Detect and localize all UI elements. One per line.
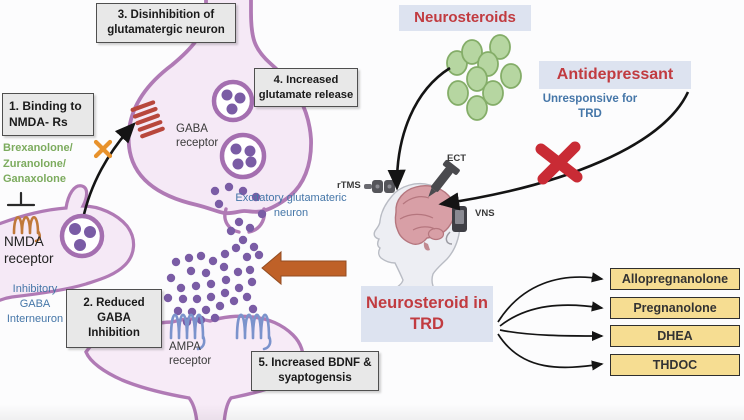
- nmda-receptor-icon: [12, 215, 42, 243]
- red-cross-icon: [535, 141, 583, 185]
- arrows-neurosteroid-types: [497, 272, 604, 371]
- nmda-receptor-label: NMDA receptor: [4, 234, 54, 266]
- ampa-receptor-label: AMPA receptor: [169, 341, 212, 368]
- drug-zuranolone: Zuranolone/: [3, 157, 66, 170]
- block-arrow-left: [261, 250, 347, 286]
- drug-list: Brexanolone/ Zuranolone/ Ganaxolone: [3, 141, 93, 188]
- steroid-box-thdoc: THDOC: [610, 354, 740, 376]
- bottom-fade: [0, 404, 744, 420]
- steroid-box-dhea: DHEA: [610, 325, 740, 347]
- vns-device-icon: [445, 206, 467, 245]
- excitatory-neuron-label: Excitatory glutamateric neuron: [235, 192, 347, 219]
- arrow-neurosteroids-to-brain: [387, 66, 451, 191]
- ect-label: ECT: [447, 153, 466, 164]
- synaptic-vesicles: [211, 79, 267, 180]
- step-box-1: 1. Binding to NMDA- Rs: [2, 93, 94, 137]
- step-box-4: 4. Increased glutamate release: [254, 68, 358, 108]
- neurosteroids-title: Neurosteroids: [399, 5, 531, 31]
- antidepressant-note: Unresponsive for TRD: [542, 93, 638, 120]
- arrow-interneuron-to-gaba-receptor: [81, 122, 136, 220]
- steroid-box-allopregnanolone: Allopregnanolone: [610, 268, 740, 290]
- antidepressant-title: Antidepressant: [539, 61, 691, 89]
- ect-electrode-icon: [428, 159, 460, 197]
- gaba-receptor-icon: [130, 100, 165, 139]
- interneuron-vesicle: [59, 213, 105, 259]
- t-bar-icon: [6, 191, 36, 207]
- arrow-antidepressant-to-brain: [438, 91, 690, 211]
- gaba-receptor-label: GABA receptor: [176, 123, 219, 150]
- neurosteroid-dots: [446, 34, 522, 121]
- neurosteroid-trd-title: Neurosteroid in TRD: [361, 286, 493, 342]
- drug-ganaxolone: Ganaxolone: [3, 173, 66, 185]
- inhibitory-neuron-label: Inhibitory GABA Interneuron: [6, 283, 64, 325]
- step-box-5: 5. Increased BDNF & syaptogensis: [251, 351, 379, 391]
- step-box-3: 3. Disinhibition of glutamatergic neuron: [96, 3, 236, 43]
- drug-brexanolone: Brexanolone/: [3, 142, 73, 154]
- rtms-label: rTMS: [337, 180, 361, 191]
- step-box-2: 2. Reduced GABA Inhibition: [66, 289, 162, 348]
- orange-cross-icon: [93, 139, 113, 159]
- tms-coil-icon: [364, 180, 395, 193]
- vns-label: VNS: [475, 208, 495, 219]
- steroid-box-pregnanolone: Pregnanolone: [610, 297, 740, 319]
- glutamate-dots: [163, 182, 267, 327]
